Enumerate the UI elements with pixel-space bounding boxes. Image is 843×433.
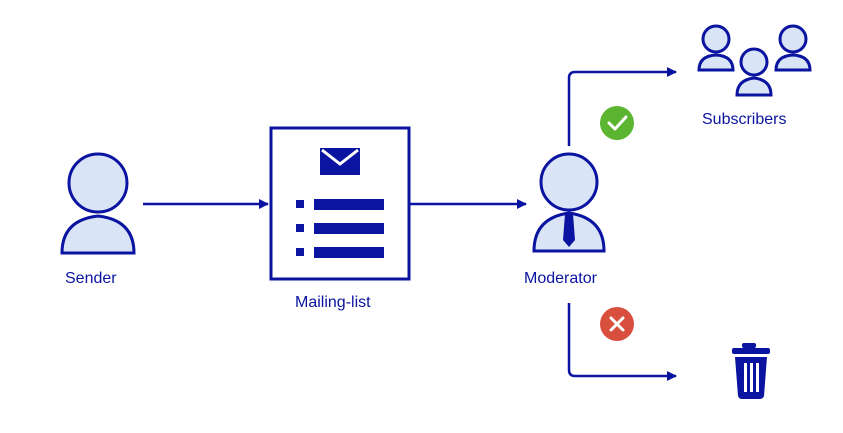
trash-icon (732, 343, 770, 399)
moderator-icon (532, 152, 606, 253)
arrow-moderator-to-trash (567, 303, 677, 381)
moderator-label: Moderator (524, 270, 597, 287)
mailing-list-label: Mailing-list (295, 294, 371, 311)
check-circle-icon (600, 106, 634, 140)
subscribers-label: Subscribers (702, 111, 787, 128)
sender-label: Sender (65, 270, 117, 287)
group-icon (697, 24, 812, 97)
list-lines-icon (296, 199, 384, 258)
envelope-icon (320, 148, 360, 175)
arrow-moderator-to-subscribers (567, 67, 677, 146)
tie-icon (563, 214, 575, 247)
sender-user-icon (60, 152, 136, 255)
mailing-list-icon (269, 126, 411, 281)
x-circle-icon (600, 307, 634, 341)
